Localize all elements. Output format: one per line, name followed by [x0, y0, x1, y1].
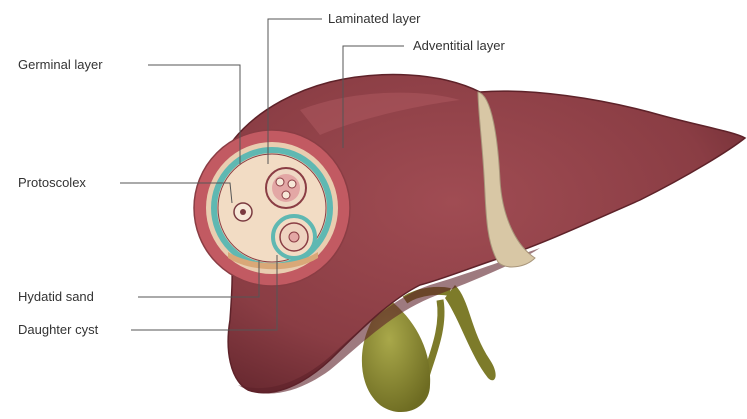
label-adventitial-layer: Adventitial layer — [413, 38, 505, 54]
protoscolex-core — [240, 209, 246, 215]
label-protoscolex: Protoscolex — [18, 175, 86, 191]
label-laminated-layer: Laminated layer — [328, 11, 421, 27]
label-germinal-layer: Germinal layer — [18, 57, 103, 73]
label-hydatid-sand: Hydatid sand — [18, 289, 94, 305]
hydatid-cyst — [194, 130, 350, 286]
label-daughter-cyst: Daughter cyst — [18, 322, 98, 338]
